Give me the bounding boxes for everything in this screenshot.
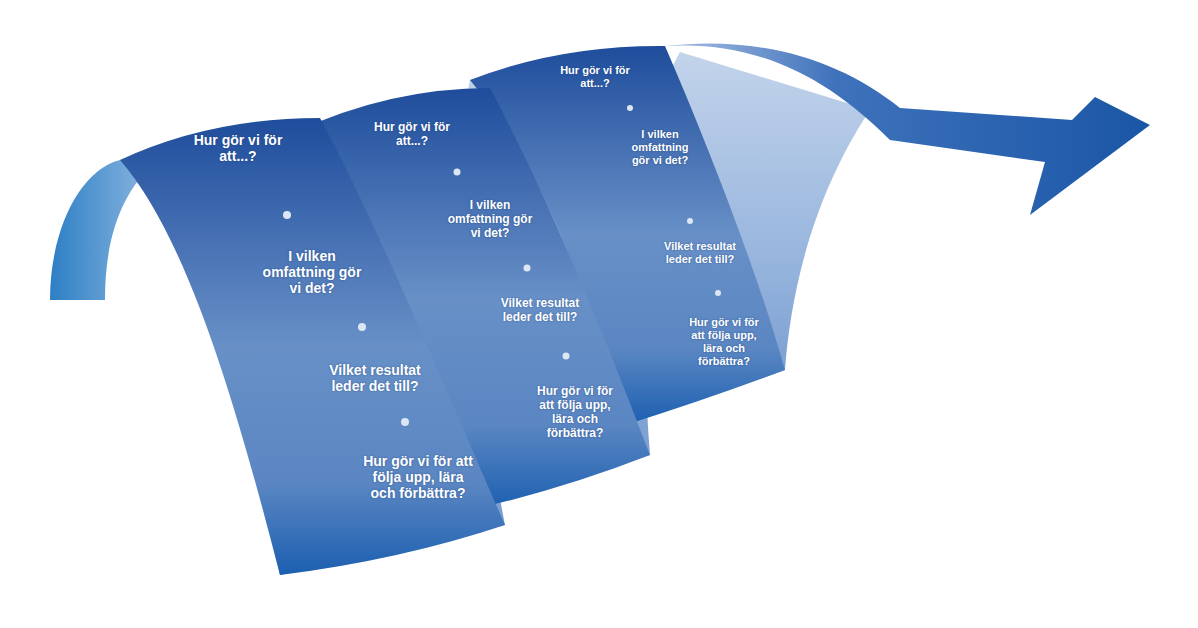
separator-dot [715,290,721,296]
separator-dot [687,218,693,224]
question-label: Hur gör vi för att följa upp, lära och f… [684,316,764,368]
separator-dot [401,418,409,426]
separator-dot [358,323,366,331]
question-label: Hur gör vi för att...? [372,120,452,148]
ribbon-arrow [665,43,1150,215]
question-label: Hur gör vi för att...? [560,64,630,90]
question-label: I vilken omfattning gör vi det? [623,128,698,167]
separator-dot [454,169,461,176]
question-label: I vilken omfattning gör vi det? [262,248,362,296]
separator-dot [283,211,291,219]
separator-dot [627,105,633,111]
question-label: Vilket resultat leder det till? [655,240,745,266]
question-label: Vilket resultat leder det till? [488,296,593,324]
question-label: Hur gör vi för att följa upp, lära och f… [363,453,473,501]
question-label: Hur gör vi för att följa upp, lära och f… [530,384,620,440]
question-label: Hur gör vi för att...? [193,132,283,164]
question-label: I vilken omfattning gör vi det? [448,198,533,240]
ribbon-front [120,118,505,575]
separator-dot [524,265,531,272]
separator-dot [563,353,570,360]
question-label: Vilket resultat leder det till? [313,362,438,394]
